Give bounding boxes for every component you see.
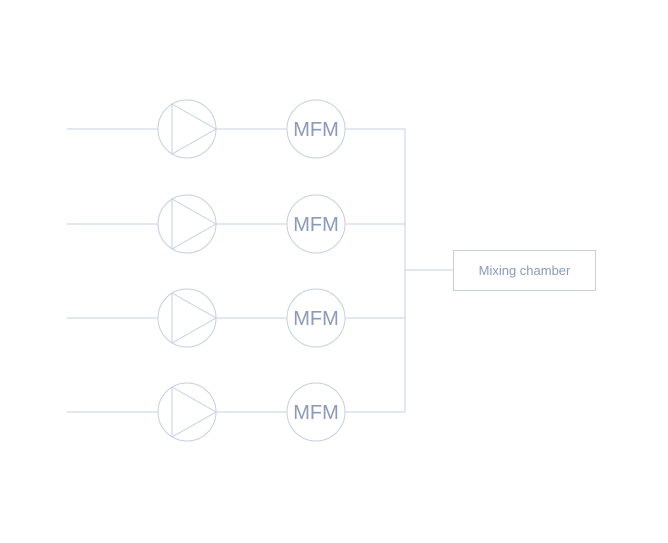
- meter-circle: [286, 382, 346, 442]
- pump-icon: [157, 382, 218, 442]
- pump-triangle: [171, 198, 218, 250]
- meter-label: MFM: [293, 119, 339, 141]
- pump-icon: [157, 99, 218, 159]
- meter-label: MFM: [293, 308, 339, 330]
- pump-circle: [157, 99, 217, 159]
- flow-rows: MFM MFM MFM MFM: [67, 99, 405, 442]
- pump-triangle: [171, 292, 218, 344]
- mass-flow-meter: MFM: [286, 194, 346, 254]
- pump-triangle: [171, 103, 218, 155]
- meter-circle: [286, 99, 346, 159]
- pump-triangle: [171, 386, 218, 438]
- meter-circle: [286, 194, 346, 254]
- pump-icon: [157, 288, 218, 348]
- mixing-chamber: Mixing chamber: [453, 250, 596, 291]
- flow-row: MFM: [67, 382, 405, 442]
- mixing-chamber-box: [453, 250, 596, 291]
- pump-circle: [157, 382, 217, 442]
- mass-flow-meter: MFM: [286, 288, 346, 348]
- meter-label: MFM: [293, 402, 339, 424]
- pump-circle: [157, 194, 217, 254]
- flow-row: MFM: [67, 99, 405, 159]
- pump-icon: [157, 194, 218, 254]
- mixing-chamber-label: Mixing chamber: [479, 263, 571, 278]
- meter-label: MFM: [293, 214, 339, 236]
- meter-circle: [286, 288, 346, 348]
- mass-flow-meter: MFM: [286, 99, 346, 159]
- flow-row: MFM: [67, 194, 405, 254]
- pump-circle: [157, 288, 217, 348]
- flow-row: MFM: [67, 288, 405, 348]
- mass-flow-meter: MFM: [286, 382, 346, 442]
